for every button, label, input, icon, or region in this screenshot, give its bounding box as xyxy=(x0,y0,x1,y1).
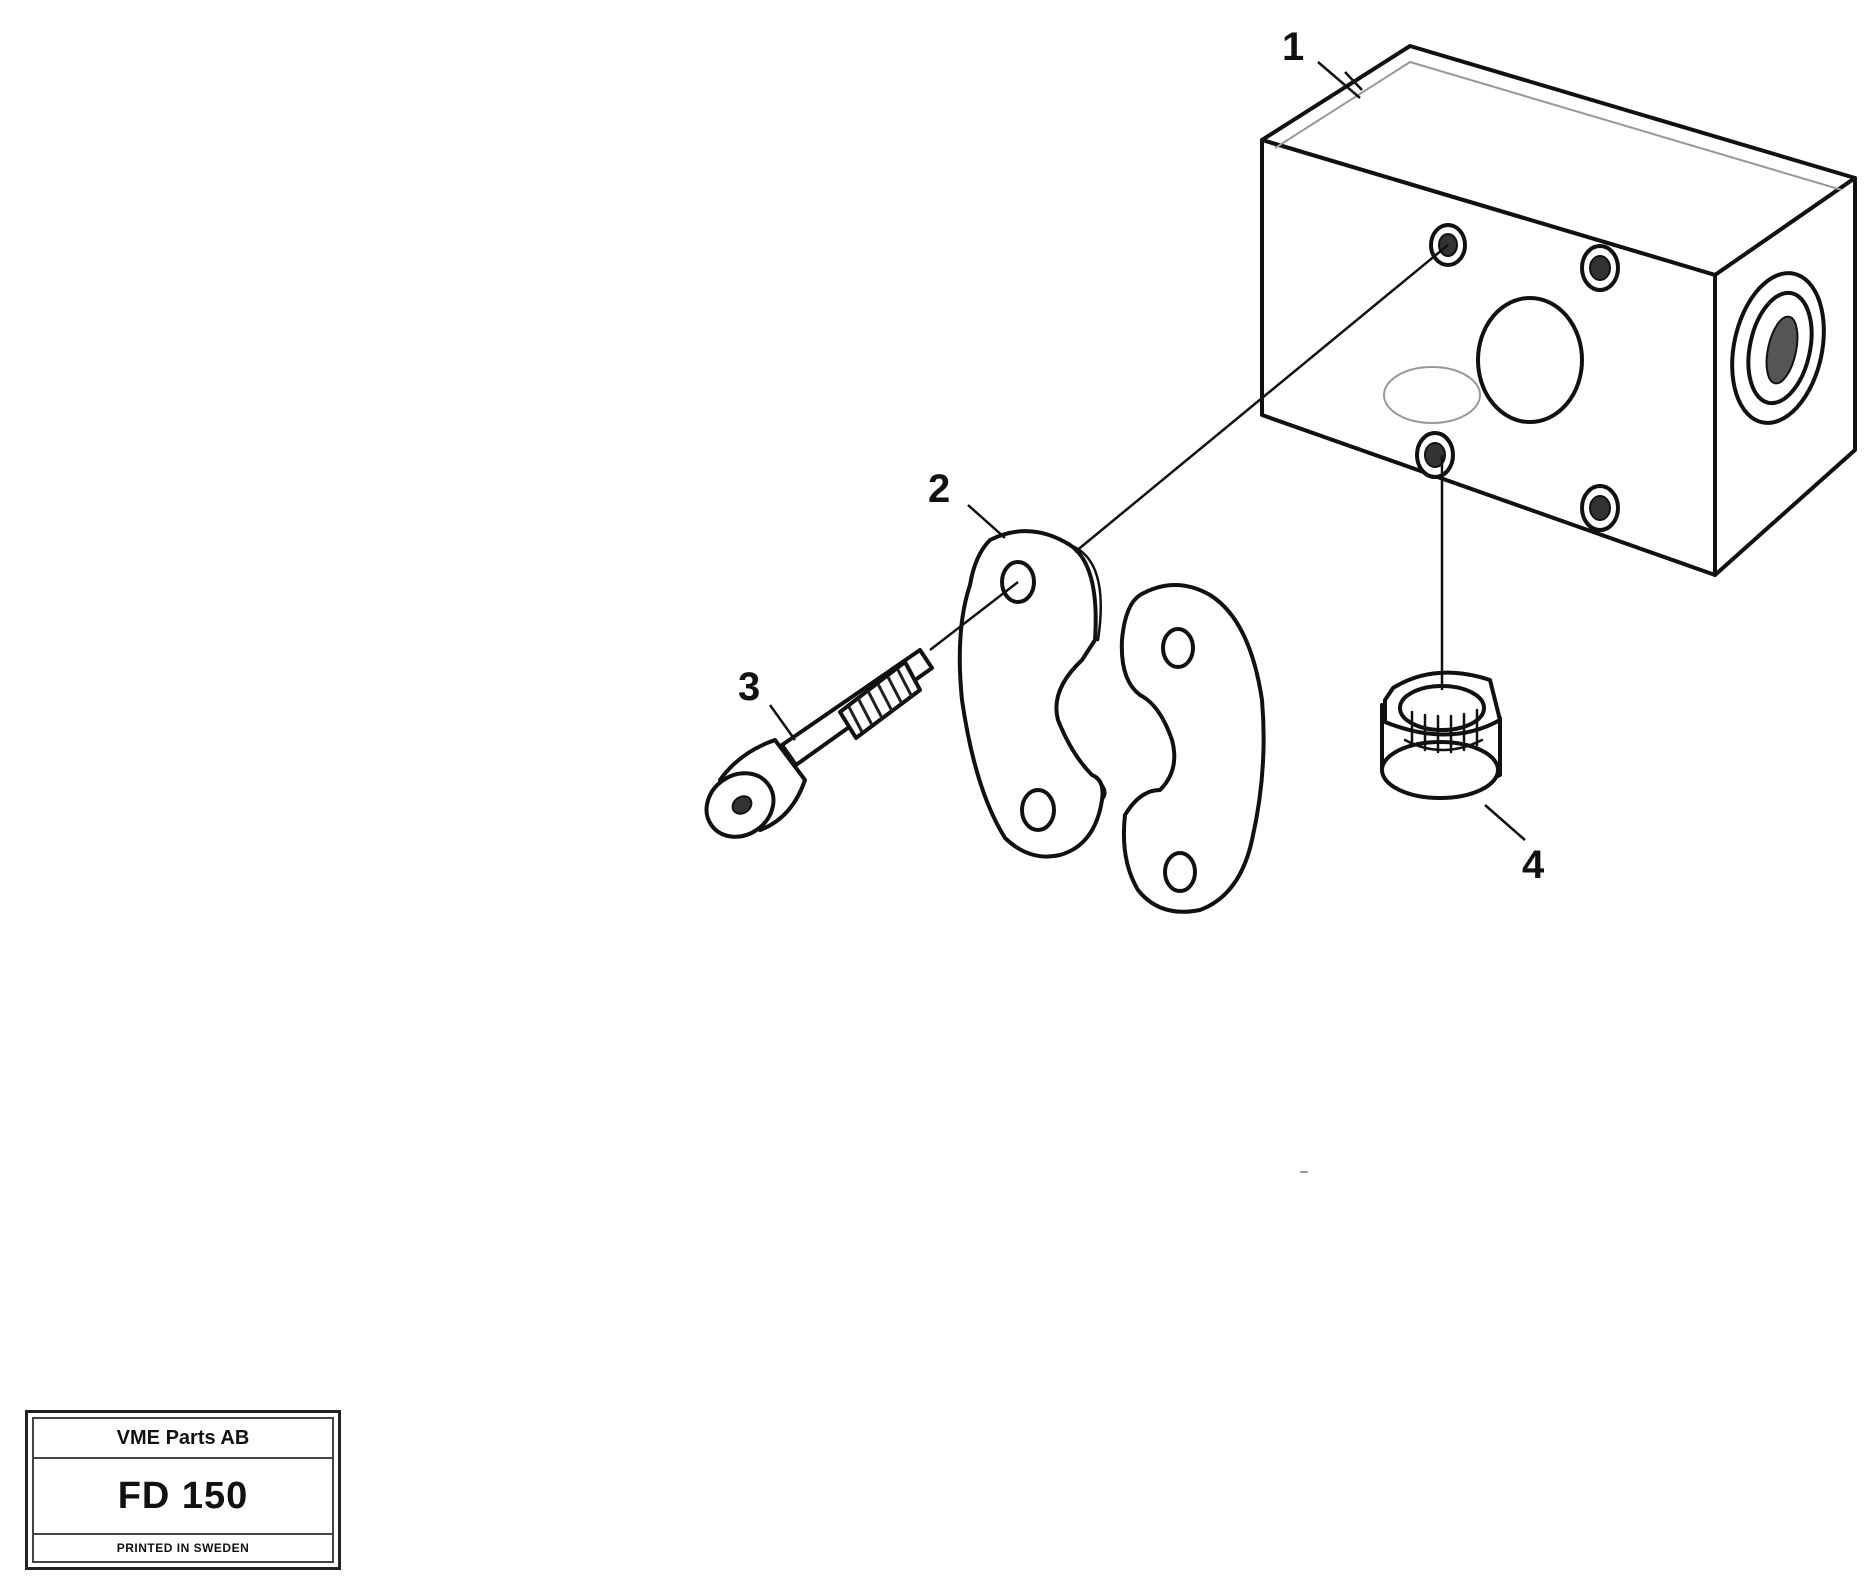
callouts: 1 2 3 4 xyxy=(738,25,1545,887)
callout-1: 1 xyxy=(1282,25,1363,99)
svg-text:1: 1 xyxy=(1282,25,1304,69)
svg-text:4: 4 xyxy=(1522,843,1545,887)
flange-halves xyxy=(957,529,1266,914)
valve-block xyxy=(1260,44,1857,577)
callout-2: 2 xyxy=(928,467,1006,539)
callout-4: 4 xyxy=(1484,804,1545,887)
title-block-code: FD 150 xyxy=(32,1457,334,1535)
svg-text:3: 3 xyxy=(738,665,760,709)
callout-3: 3 xyxy=(738,665,797,741)
title-block-company: VME Parts AB xyxy=(32,1417,334,1457)
title-block-printed: PRINTED IN SWEDEN xyxy=(32,1535,334,1563)
svg-text:2: 2 xyxy=(928,467,950,511)
plug xyxy=(1380,670,1502,800)
assembly-lines xyxy=(929,244,1449,690)
front-port xyxy=(1476,296,1584,424)
title-block: VME Parts AB FD 150 PRINTED IN SWEDEN xyxy=(25,1410,341,1570)
screw xyxy=(704,648,934,839)
side-port xyxy=(1730,271,1826,425)
